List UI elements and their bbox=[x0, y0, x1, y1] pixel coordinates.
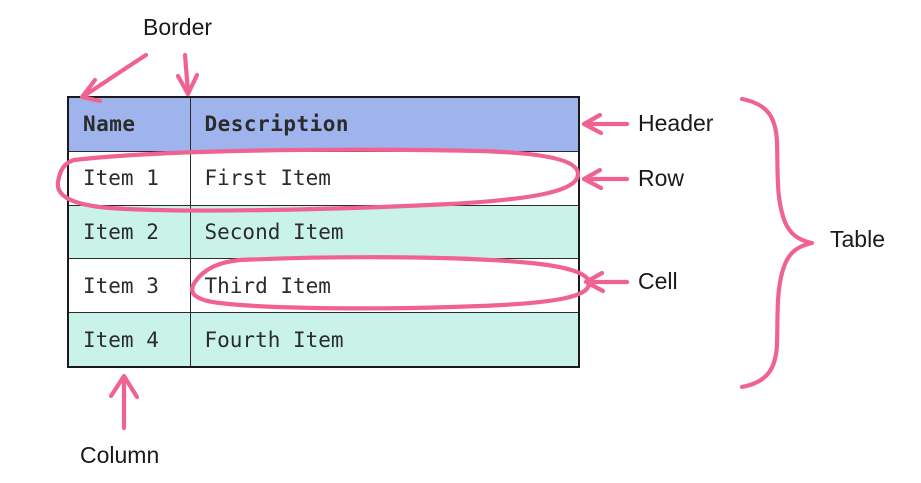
arrow-column-icon bbox=[108, 373, 140, 431]
cell-description: First Item bbox=[189, 150, 580, 206]
cell-name: Item 4 bbox=[67, 312, 191, 368]
table-header: Name Description bbox=[67, 96, 580, 152]
table-row: Item 4 Fourth Item bbox=[67, 312, 580, 368]
table-body: Item 1 First Item Item 2 Second Item Ite… bbox=[67, 150, 580, 368]
arrow-cell-icon bbox=[583, 270, 630, 294]
data-table: Name Description Item 1 First Item Item … bbox=[67, 96, 580, 368]
table-row: Item 3 Third Item bbox=[67, 258, 580, 314]
table-row: Item 2 Second Item bbox=[67, 204, 580, 260]
cell-name: Item 1 bbox=[67, 150, 191, 206]
brace-table-icon bbox=[739, 96, 815, 390]
arrow-header-icon bbox=[581, 112, 630, 136]
cell-name: Item 3 bbox=[67, 258, 191, 314]
cell-description: Second Item bbox=[189, 204, 580, 260]
cell-description: Third Item bbox=[189, 258, 580, 314]
annotation-label-cell: Cell bbox=[638, 268, 678, 294]
annotation-label-table: Table bbox=[830, 226, 885, 252]
annotation-label-border: Border bbox=[143, 14, 213, 40]
column-header-description: Description bbox=[189, 96, 580, 152]
column-header-name: Name bbox=[67, 96, 191, 152]
arrow-border-inner-icon bbox=[175, 52, 200, 97]
header-row: Name Description bbox=[67, 96, 580, 152]
table-row: Item 1 First Item bbox=[67, 150, 580, 206]
annotation-label-column: Column bbox=[80, 442, 160, 468]
arrow-row-icon bbox=[581, 167, 630, 191]
arrow-border-outer-icon bbox=[79, 52, 149, 104]
annotation-label-row: Row bbox=[638, 165, 685, 191]
annotation-label-header: Header bbox=[638, 110, 714, 136]
cell-description: Fourth Item bbox=[189, 312, 580, 368]
cell-name: Item 2 bbox=[67, 204, 191, 260]
